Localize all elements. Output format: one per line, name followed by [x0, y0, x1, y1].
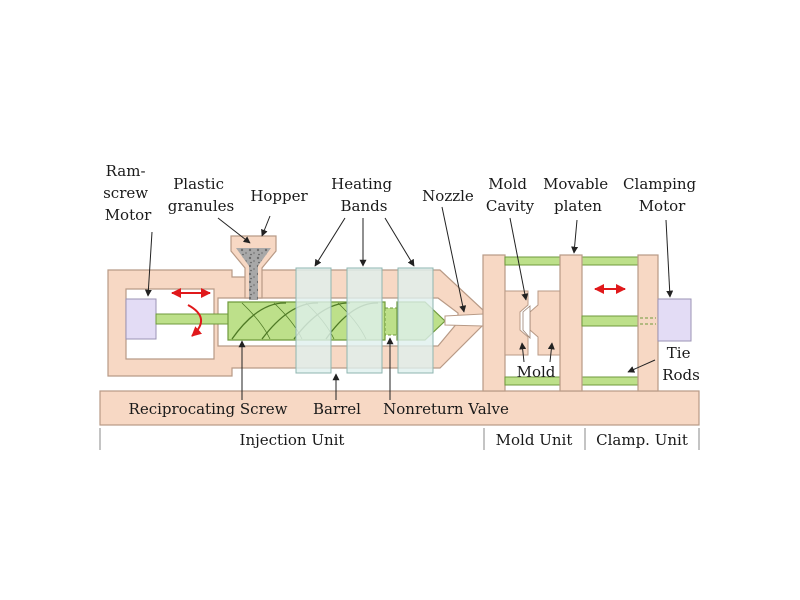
plastic-granules — [236, 248, 271, 300]
fixed-platen — [482, 254, 506, 392]
label-tie-rods: Tie Rods — [662, 344, 700, 384]
label-barrel: Barrel — [313, 400, 361, 418]
unit-mold: Mold Unit — [496, 431, 573, 449]
label-mold: Mold — [517, 363, 556, 381]
mold-cavity — [522, 305, 531, 340]
nozzle — [444, 313, 484, 327]
heating-band-3 — [397, 267, 434, 374]
clamping-motor — [657, 298, 692, 342]
label-movable-platen: Movable platen — [543, 175, 613, 215]
nonreturn-valve — [384, 307, 398, 336]
ram-screw-motor — [125, 298, 157, 340]
label-mold-cavity: Mold Cavity — [486, 175, 535, 215]
clamp-shaft — [581, 315, 639, 327]
screw-shaft — [155, 313, 229, 325]
heating-band-2 — [346, 267, 383, 374]
unit-clamp: Clamp. Unit — [596, 431, 688, 449]
label-reciprocating-screw: Reciprocating Screw — [129, 400, 288, 418]
screw-motion-arrows — [171, 288, 211, 337]
movable-platen — [559, 254, 583, 392]
label-clamping-motor: Clamping Motor — [623, 175, 701, 215]
unit-dividers — [99, 428, 700, 450]
label-ram-screw-motor: Ram- screw Motor — [103, 162, 153, 224]
rear-platen — [637, 254, 659, 392]
heating-band-1 — [295, 267, 332, 374]
leader-lines — [144, 206, 674, 400]
label-nonreturn-valve: Nonreturn Valve — [383, 400, 509, 418]
mold-moving-half — [529, 290, 561, 356]
unit-injection: Injection Unit — [240, 431, 345, 449]
label-nozzle: Nozzle — [422, 187, 474, 205]
label-hopper: Hopper — [250, 187, 308, 205]
label-heating-bands: Heating Bands — [331, 175, 397, 215]
machine-base — [99, 390, 700, 426]
label-plastic-granules: Plastic granules — [168, 175, 234, 215]
